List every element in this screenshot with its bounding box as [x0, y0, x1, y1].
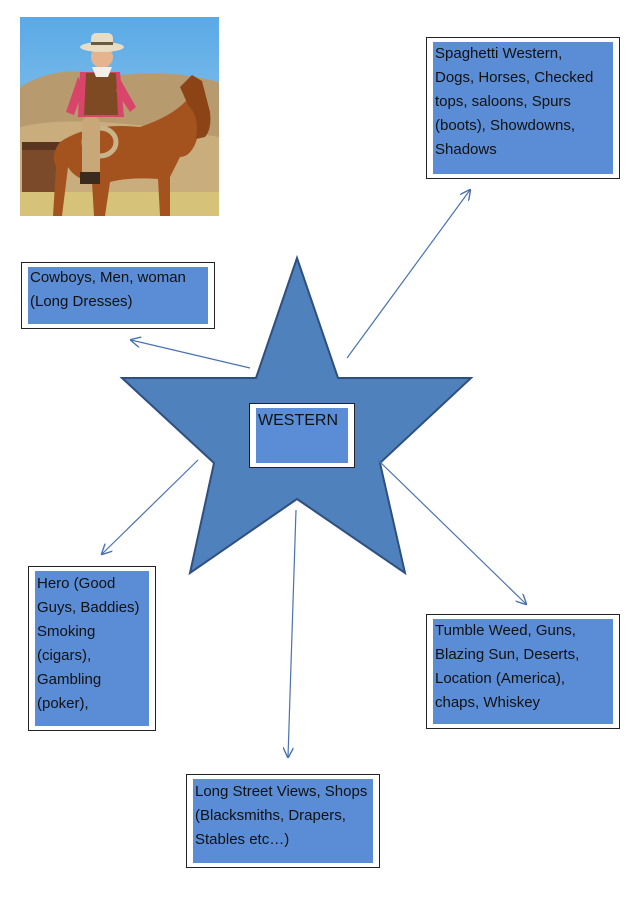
node-top-right: Spaghetti Western, Dogs, Horses, Checked… — [426, 37, 620, 179]
arrow-to-bottom-left — [102, 459, 199, 554]
node-left: Cowboys, Men, woman (Long Dresses) — [21, 262, 215, 329]
node-bottom-left: Hero (Good Guys, Baddies) Smoking (cigar… — [28, 566, 156, 731]
arrow-to-bottom-right — [377, 459, 526, 604]
arrow-to-left — [131, 340, 251, 369]
node-bottom: Long Street Views, Shops (Blacksmiths, D… — [186, 774, 380, 868]
node-bottom-right-text: Tumble Weed, Guns, Blazing Sun, Deserts,… — [435, 622, 580, 711]
center-node: WESTERN — [249, 403, 355, 468]
arrow-to-bottom — [288, 509, 297, 757]
node-left-text: Cowboys, Men, woman (Long Dresses) — [30, 269, 186, 310]
arrow-to-top-right — [346, 190, 470, 359]
node-bottom-right: Tumble Weed, Guns, Blazing Sun, Deserts,… — [426, 614, 620, 729]
node-bottom-text: Long Street Views, Shops (Blacksmiths, D… — [195, 783, 368, 848]
node-bottom-left-text: Hero (Good Guys, Baddies) Smoking (cigar… — [37, 575, 140, 712]
center-label: WESTERN — [258, 412, 338, 429]
cowboy-illustration — [20, 17, 219, 216]
cowboy-photo — [20, 17, 219, 216]
node-top-right-text: Spaghetti Western, Dogs, Horses, Checked… — [435, 45, 594, 158]
